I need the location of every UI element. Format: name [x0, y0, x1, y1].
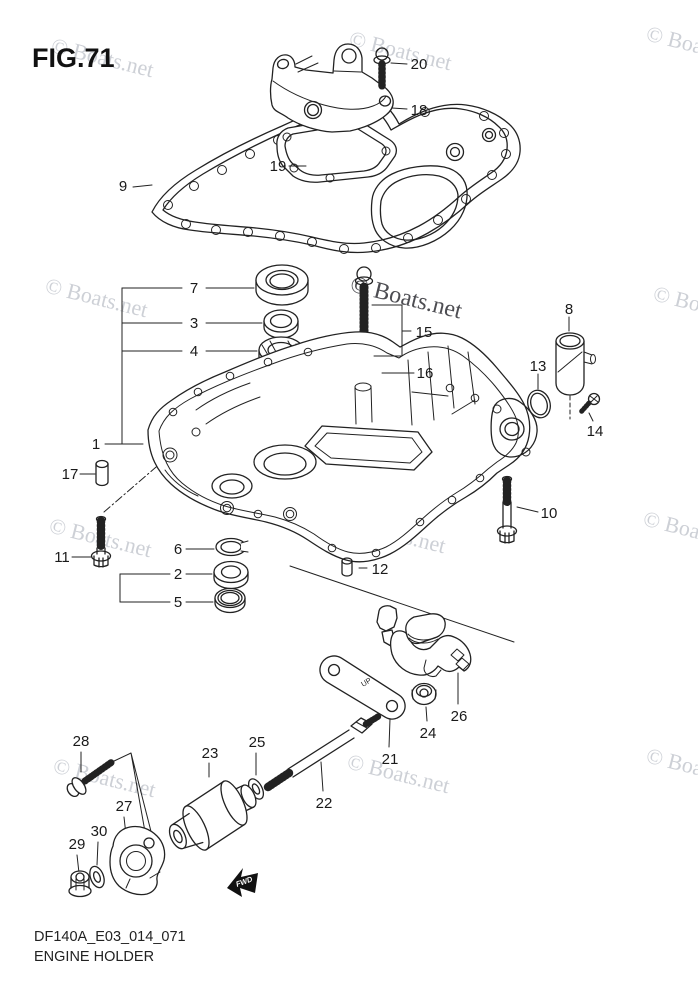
part-label-16: 16: [417, 365, 434, 382]
part-29-nut: [68, 870, 92, 898]
part-11-bolt: [90, 515, 112, 568]
watermark-text: © Boats.net: [51, 753, 159, 803]
part-label-26: 26: [451, 708, 468, 725]
part-22-rod: [263, 712, 383, 792]
footer-part-code: DF140A_E03_014_071: [34, 929, 186, 945]
part-label-2: 2: [174, 566, 182, 583]
part-label-1: 1: [92, 436, 100, 453]
part-label-9: 9: [119, 178, 127, 195]
part-5-seal: [214, 587, 246, 614]
part-21-plate: [319, 655, 406, 720]
part-label-30: 30: [91, 823, 108, 840]
part-label-24: 24: [420, 725, 437, 742]
part-18-cover: [269, 43, 394, 133]
watermark-text: © Boats.net: [644, 21, 698, 71]
part-23-mount: [168, 780, 257, 851]
part-label-11: 11: [54, 549, 70, 566]
part-label-23: 23: [202, 745, 219, 762]
part-10-bolt: [496, 475, 518, 544]
part-label-15: 15: [416, 324, 433, 341]
part-27-bracket: [109, 825, 166, 896]
watermark-text: © Boats.net: [347, 26, 455, 76]
part-30-washer: [89, 865, 105, 889]
part-24-nut: [411, 682, 437, 706]
part-1-engine-holder: [147, 331, 538, 563]
watermark-text: © Boats.net: [43, 273, 151, 323]
part-6-ring: [215, 537, 249, 557]
watermark-text: © Boats.net: [644, 743, 698, 793]
part-label-14: 14: [587, 423, 604, 440]
part-label-12: 12: [372, 561, 389, 578]
part-13-oring: [527, 389, 551, 419]
part-labels: 1234567891011121314151617181920212223242…: [54, 56, 603, 853]
part-12-pin: [341, 557, 353, 577]
part-17-pin: [95, 459, 109, 487]
fwd-arrow: FWD: [227, 868, 258, 897]
part-label-10: 10: [541, 505, 558, 522]
part-label-27: 27: [116, 798, 133, 815]
part-label-25: 25: [249, 734, 266, 751]
part-8-cylinder: [555, 332, 596, 396]
part-3-bearing: [263, 309, 299, 339]
figure-title: FIG.71: [32, 43, 115, 73]
footer-figure-name: ENGINE HOLDER: [34, 949, 154, 965]
part-20-bolt: [373, 47, 391, 91]
part-label-20: 20: [411, 56, 428, 73]
watermark-text: © Boats.net: [651, 281, 698, 331]
part-label-19: 19: [270, 158, 287, 175]
leader-lines: [71, 62, 594, 874]
part-label-8: 8: [565, 301, 573, 318]
part-label-21: 21: [382, 751, 399, 768]
part-label-17: 17: [62, 466, 79, 483]
part-label-13: 13: [530, 358, 547, 375]
part-label-7: 7: [190, 280, 198, 297]
part-14-screw: [578, 392, 601, 415]
part-label-6: 6: [174, 541, 182, 558]
part-label-22: 22: [316, 795, 333, 812]
watermark-text: © Boats.net: [345, 749, 453, 799]
part-26-bracket: [376, 605, 472, 677]
part-label-28: 28: [73, 733, 90, 750]
part-2-bearing: [213, 560, 249, 590]
watermark-text: © Boats.net: [641, 506, 698, 556]
part-label-5: 5: [174, 594, 182, 611]
part-label-18: 18: [411, 102, 428, 119]
part-7-bearing: [255, 264, 309, 306]
part-label-4: 4: [190, 343, 198, 360]
part-label-3: 3: [190, 315, 198, 332]
part-label-29: 29: [69, 836, 86, 853]
part-28-bolt: [66, 758, 116, 798]
